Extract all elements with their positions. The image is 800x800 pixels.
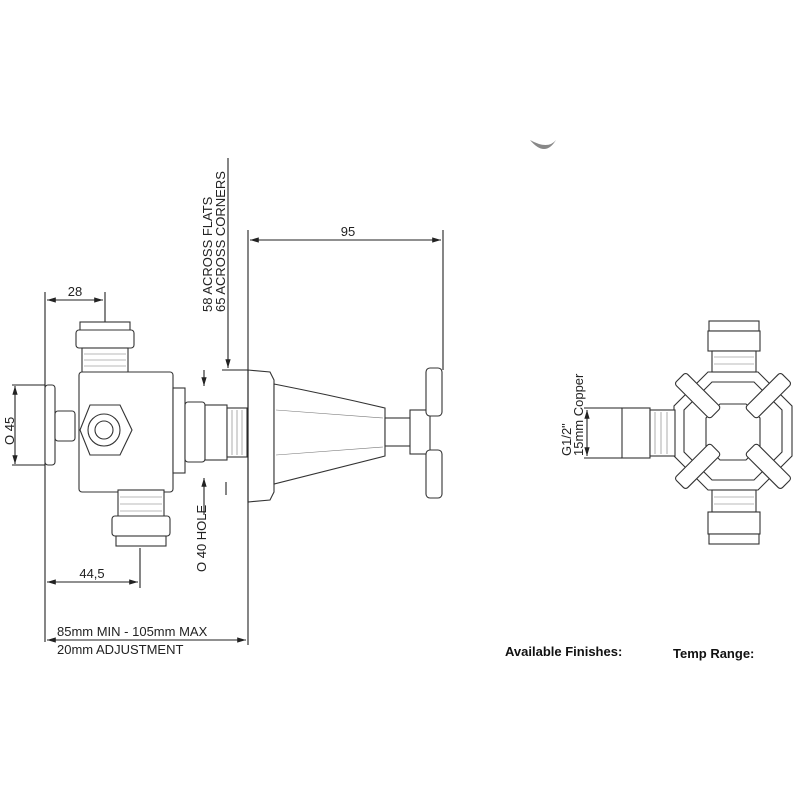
temp-range-label: Temp Range: <box>673 646 754 661</box>
svg-text:O 40 HOLE: O 40 HOLE <box>194 504 209 572</box>
svg-text:85mm MIN - 105mm MAX: 85mm MIN - 105mm MAX <box>57 624 208 639</box>
thread-size-label: G1/2" <box>559 423 574 456</box>
svg-text:20mm ADJUSTMENT: 20mm ADJUSTMENT <box>57 642 183 657</box>
dimension-diameter-45: O 45 <box>2 384 45 466</box>
svg-text:95: 95 <box>341 224 355 239</box>
svg-text:O 45: O 45 <box>2 417 17 445</box>
valve-front-view <box>584 320 793 545</box>
available-finishes-label: Available Finishes: <box>505 644 622 659</box>
dimension-44-5: 44,5 <box>47 548 141 588</box>
dimension-across-flats: 58 ACROSS FLATS 65 ACROSS CORNERS <box>200 158 248 371</box>
svg-text:44,5: 44,5 <box>79 566 104 581</box>
dimension-28: 28 <box>44 284 106 642</box>
svg-text:58 ACROSS FLATS: 58 ACROSS FLATS <box>200 196 215 312</box>
copper-size-label: 15mm Copper <box>571 373 586 456</box>
valve-side-view <box>44 321 443 547</box>
svg-text:65 ACROSS CORNERS: 65 ACROSS CORNERS <box>213 171 228 312</box>
partial-graphic <box>530 140 556 149</box>
dimension-95: 95 <box>247 224 444 370</box>
dimension-diameter-40-hole: O 40 HOLE <box>194 370 227 572</box>
dimension-adjustment: 85mm MIN - 105mm MAX 20mm ADJUSTMENT <box>47 370 249 657</box>
svg-text:28: 28 <box>68 284 82 299</box>
